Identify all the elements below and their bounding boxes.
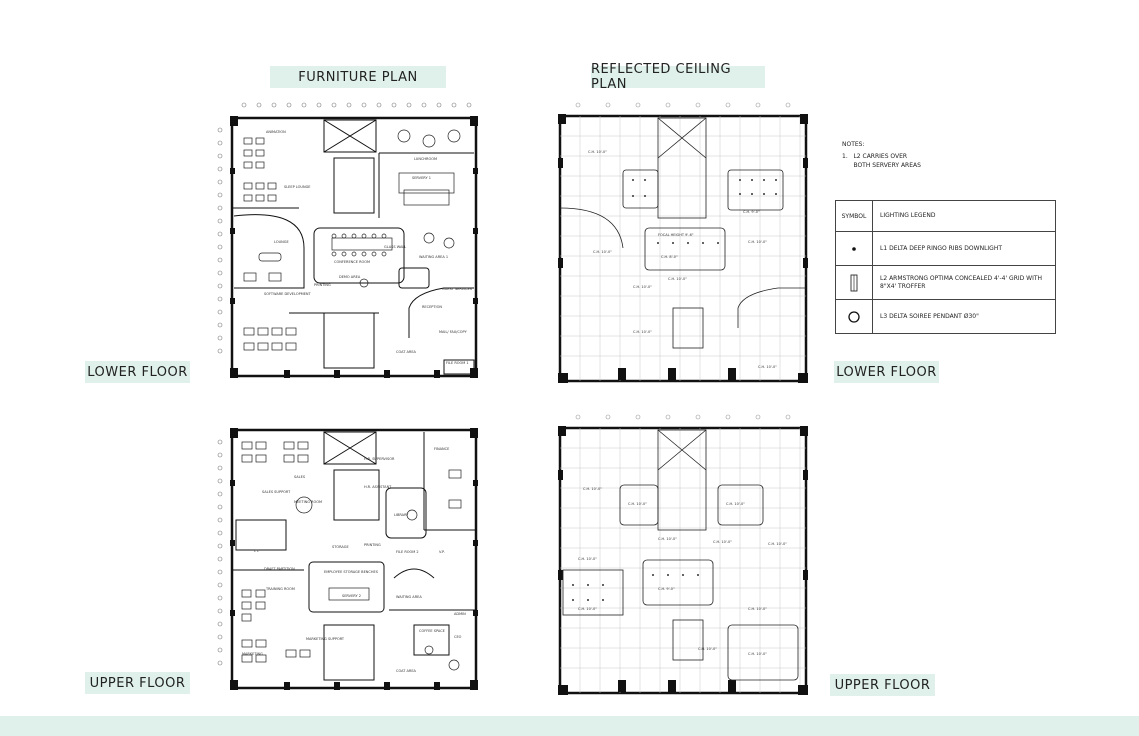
ceiling-grid bbox=[560, 428, 806, 693]
upper-ceiling-plan: C.H. 10'-0" C.H. 10'-0" C.H. 10'-0" C.H.… bbox=[558, 414, 808, 695]
notes: NOTES: 1. L2 CARRIES OVER BOTH SERVERY A… bbox=[842, 140, 921, 170]
svg-text:STORAGE: STORAGE bbox=[332, 545, 349, 549]
grid-bubbles bbox=[217, 102, 472, 354]
legend-symbol-header: SYMBOL bbox=[836, 201, 873, 231]
svg-text:COFFEE SPACE: COFFEE SPACE bbox=[419, 629, 445, 633]
svg-text:FILE ROOM 1: FILE ROOM 1 bbox=[446, 361, 469, 365]
upper-ceiling-labels: C.H. 10'-0" C.H. 10'-0" C.H. 10'-0" C.H.… bbox=[578, 487, 787, 656]
legend-row-l2: L2 ARMSTRONG OPTIMA CONCEALED 4'-4' GRID… bbox=[836, 265, 1055, 300]
svg-text:C.H. 10'-0": C.H. 10'-0" bbox=[593, 250, 612, 254]
svg-text:FILE ROOM 2: FILE ROOM 2 bbox=[396, 550, 419, 554]
svg-text:ANIMATION: ANIMATION bbox=[266, 130, 286, 134]
svg-text:C.H. 10'-0": C.H. 10'-0" bbox=[748, 607, 767, 611]
svg-text:C.H. 10'-0": C.H. 10'-0" bbox=[748, 240, 767, 244]
grid-bubbles bbox=[575, 102, 791, 108]
lower-ceiling-plan: C.H. 10'-0" FOCAL HEIGHT 9'-6" C.H. 8'-0… bbox=[558, 102, 808, 383]
svg-text:PRINTING: PRINTING bbox=[364, 543, 381, 547]
svg-text:SALES: SALES bbox=[294, 475, 306, 479]
svg-text:C.H. 10'-0": C.H. 10'-0" bbox=[668, 277, 687, 281]
svg-text:C.H. 10'-0": C.H. 10'-0" bbox=[726, 502, 745, 506]
reflected-ceiling-plan-title: REFLECTED CEILING PLAN bbox=[591, 62, 765, 92]
grid-bubbles bbox=[575, 414, 791, 420]
legend-row-l3: L3 DELTA SOIREE PENDANT Ø30" bbox=[836, 299, 1055, 334]
upper-furniture-plan: SALES SALES SUPPORT MEETING ROOM H.R. SU… bbox=[217, 428, 478, 690]
svg-text:C.H. 10'-0": C.H. 10'-0" bbox=[588, 150, 607, 154]
upper-floor-label-right: UPPER FLOOR bbox=[830, 674, 935, 696]
lower-furniture-plan: ANIMATION LUNCHROOM SERVERY 1 SLEEP LOUN… bbox=[217, 102, 478, 378]
svg-text:WAITING AREA 1: WAITING AREA 1 bbox=[419, 255, 448, 259]
svg-text:MEETING ROOM: MEETING ROOM bbox=[294, 500, 322, 504]
svg-text:RECEPTION: RECEPTION bbox=[422, 305, 442, 309]
svg-text:C.H. 10'-0": C.H. 10'-0" bbox=[633, 330, 652, 334]
lower-room-labels: ANIMATION LUNCHROOM SERVERY 1 SLEEP LOUN… bbox=[264, 130, 473, 365]
grid-bubbles bbox=[217, 439, 223, 666]
svg-text:GLASS WALL: GLASS WALL bbox=[384, 245, 406, 249]
svg-text:DRAFT PARTITION: DRAFT PARTITION bbox=[264, 567, 295, 571]
svg-text:C.H. 9'-0": C.H. 9'-0" bbox=[743, 210, 760, 214]
svg-text:C.H. 10'-0": C.H. 10'-0" bbox=[768, 542, 787, 546]
svg-text:SLEEP LOUNGE: SLEEP LOUNGE bbox=[284, 185, 311, 189]
svg-text:CONFERENCE ROOM: CONFERENCE ROOM bbox=[334, 260, 370, 264]
svg-text:SERVERY 2: SERVERY 2 bbox=[342, 594, 361, 598]
svg-text:SALES SUPPORT: SALES SUPPORT bbox=[262, 490, 291, 494]
svg-text:C.H. 10'-0": C.H. 10'-0" bbox=[583, 487, 602, 491]
legend-header-row: SYMBOL LIGHTING LEGEND bbox=[836, 201, 1055, 231]
svg-text:GUEST SERVICES: GUEST SERVICES bbox=[442, 287, 473, 291]
svg-text:I.T.: I.T. bbox=[254, 549, 259, 553]
svg-text:C.H. 10'-0": C.H. 10'-0" bbox=[578, 557, 597, 561]
svg-text:C.H. 10'-0": C.H. 10'-0" bbox=[713, 540, 732, 544]
svg-text:COAT AREA: COAT AREA bbox=[396, 669, 417, 673]
upper-floor-label-left: UPPER FLOOR bbox=[85, 672, 190, 694]
upper-room-labels: SALES SALES SUPPORT MEETING ROOM H.R. SU… bbox=[242, 447, 466, 673]
svg-text:C.H. 10'-0": C.H. 10'-0" bbox=[578, 607, 597, 611]
svg-text:LOUNGE: LOUNGE bbox=[274, 240, 289, 244]
lower-floor-label-right: LOWER FLOOR bbox=[834, 361, 939, 383]
svg-text:ADMIN: ADMIN bbox=[454, 612, 466, 616]
downlight-dot-icon bbox=[836, 232, 873, 266]
lower-ceiling-labels: C.H. 10'-0" FOCAL HEIGHT 9'-6" C.H. 8'-0… bbox=[588, 150, 777, 369]
svg-text:SOFTWARE DEVELOPMENT: SOFTWARE DEVELOPMENT bbox=[264, 292, 312, 296]
svg-text:CEO: CEO bbox=[454, 635, 462, 639]
notes-line-2: BOTH SERVERY AREAS bbox=[842, 162, 921, 169]
notes-line-1: 1. L2 CARRIES OVER bbox=[842, 153, 908, 160]
legend-row-l2-text: L2 ARMSTRONG OPTIMA CONCEALED 4'-4' GRID… bbox=[880, 275, 1043, 290]
troffer-icon bbox=[836, 266, 873, 300]
svg-text:C.H. 10'-0": C.H. 10'-0" bbox=[633, 285, 652, 289]
svg-text:FOCAL HEIGHT 9'-6": FOCAL HEIGHT 9'-6" bbox=[658, 233, 694, 237]
furniture-plan-title: FURNITURE PLAN bbox=[270, 66, 446, 88]
lighting-legend: SYMBOL LIGHTING LEGEND L1 DELTA DEEP RIN… bbox=[835, 200, 1056, 334]
svg-text:C.H. 10'-0": C.H. 10'-0" bbox=[748, 652, 767, 656]
svg-text:H.R. SUPERVISOR: H.R. SUPERVISOR bbox=[364, 457, 395, 461]
bottom-bar bbox=[0, 716, 1139, 736]
svg-text:C.H. 9'-0": C.H. 9'-0" bbox=[658, 587, 675, 591]
svg-text:LIBRARY: LIBRARY bbox=[394, 513, 409, 517]
svg-text:C.H. 10'-0": C.H. 10'-0" bbox=[758, 365, 777, 369]
legend-row-l1-text: L1 DELTA DEEP RINGO RIBS DOWNLIGHT bbox=[880, 245, 1003, 252]
svg-text:DEMO AREA: DEMO AREA bbox=[339, 275, 361, 279]
svg-text:PRINTING: PRINTING bbox=[314, 283, 331, 287]
svg-text:FINANCE: FINANCE bbox=[434, 447, 449, 451]
svg-text:C.H. 10'-0": C.H. 10'-0" bbox=[698, 647, 717, 651]
pendant-circle-icon bbox=[836, 300, 873, 334]
svg-text:LUNCHROOM: LUNCHROOM bbox=[414, 157, 437, 161]
svg-text:C.H. 8'-0": C.H. 8'-0" bbox=[661, 255, 678, 259]
legend-title: LIGHTING LEGEND bbox=[880, 212, 936, 219]
legend-row-l1: L1 DELTA DEEP RINGO RIBS DOWNLIGHT bbox=[836, 231, 1055, 266]
svg-text:H.R. ASSISTANT: H.R. ASSISTANT bbox=[364, 485, 392, 489]
svg-text:MARKETING SUPPORT: MARKETING SUPPORT bbox=[306, 637, 345, 641]
legend-row-l3-text: L3 DELTA SOIREE PENDANT Ø30" bbox=[880, 313, 979, 320]
svg-text:V.P.: V.P. bbox=[439, 550, 445, 554]
svg-text:COAT AREA: COAT AREA bbox=[396, 350, 417, 354]
svg-text:TRAINING ROOM: TRAINING ROOM bbox=[265, 587, 295, 591]
svg-text:C.H. 10'-0": C.H. 10'-0" bbox=[628, 502, 647, 506]
svg-text:MARKETING: MARKETING bbox=[242, 652, 263, 656]
lower-floor-label-left: LOWER FLOOR bbox=[85, 361, 190, 383]
notes-heading: NOTES: bbox=[842, 141, 865, 148]
ceiling-grid bbox=[560, 116, 806, 381]
svg-text:MAIL/ FAX/COPY: MAIL/ FAX/COPY bbox=[439, 330, 468, 334]
svg-text:EMPLOYEE STORAGE BENCHES: EMPLOYEE STORAGE BENCHES bbox=[324, 570, 379, 574]
svg-text:C.H. 10'-0": C.H. 10'-0" bbox=[658, 537, 677, 541]
svg-text:WAITING AREA: WAITING AREA bbox=[396, 595, 422, 599]
svg-text:SERVERY 1: SERVERY 1 bbox=[412, 176, 431, 180]
